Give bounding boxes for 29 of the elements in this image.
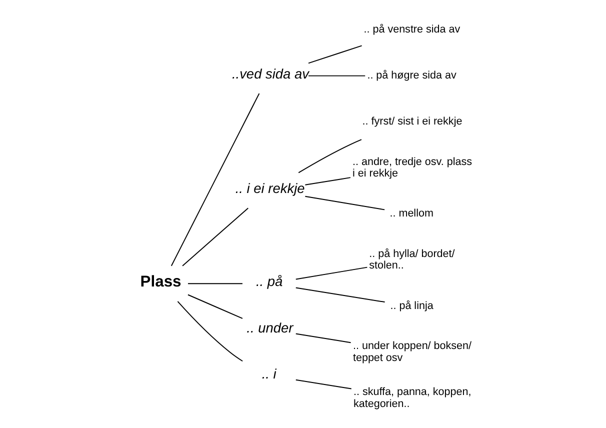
connector bbox=[182, 208, 248, 266]
connector bbox=[294, 379, 352, 390]
node-text: .. i bbox=[261, 366, 276, 382]
node-text: .. i ei rekkje bbox=[234, 181, 304, 196]
connector bbox=[187, 283, 242, 284]
node-text: .. på hylla/ bordet/ stolen.. bbox=[368, 248, 454, 272]
connector bbox=[308, 75, 366, 76]
node-text: Plass bbox=[140, 273, 181, 290]
connector bbox=[304, 196, 385, 210]
node-text: .. fyrst/ sist i ei rekkje bbox=[362, 116, 462, 128]
connector bbox=[308, 45, 362, 64]
connector bbox=[294, 266, 368, 280]
connector bbox=[170, 92, 260, 266]
node-text: .. under bbox=[246, 320, 293, 336]
connector bbox=[294, 287, 385, 303]
connector bbox=[294, 333, 351, 344]
connector bbox=[304, 177, 350, 186]
connector bbox=[176, 300, 243, 362]
node-text: .. mellom bbox=[389, 208, 433, 220]
node-text: .. på høgre sida av bbox=[366, 70, 456, 82]
node-text: .. på bbox=[255, 274, 282, 290]
connector bbox=[298, 139, 362, 174]
connector bbox=[187, 294, 242, 319]
node-text: .. skuffa, panna, koppen, kategorien.. bbox=[352, 386, 471, 410]
node-text: .. andre, tredje osv. plass i ei rekkje bbox=[352, 156, 472, 180]
node-text: ..ved sida av bbox=[231, 66, 308, 82]
node-text: .. på venstre sida av bbox=[363, 23, 460, 36]
node-text: .. på linja bbox=[390, 300, 433, 312]
node-text: .. under koppen/ boksen/ teppet osv bbox=[352, 340, 472, 364]
